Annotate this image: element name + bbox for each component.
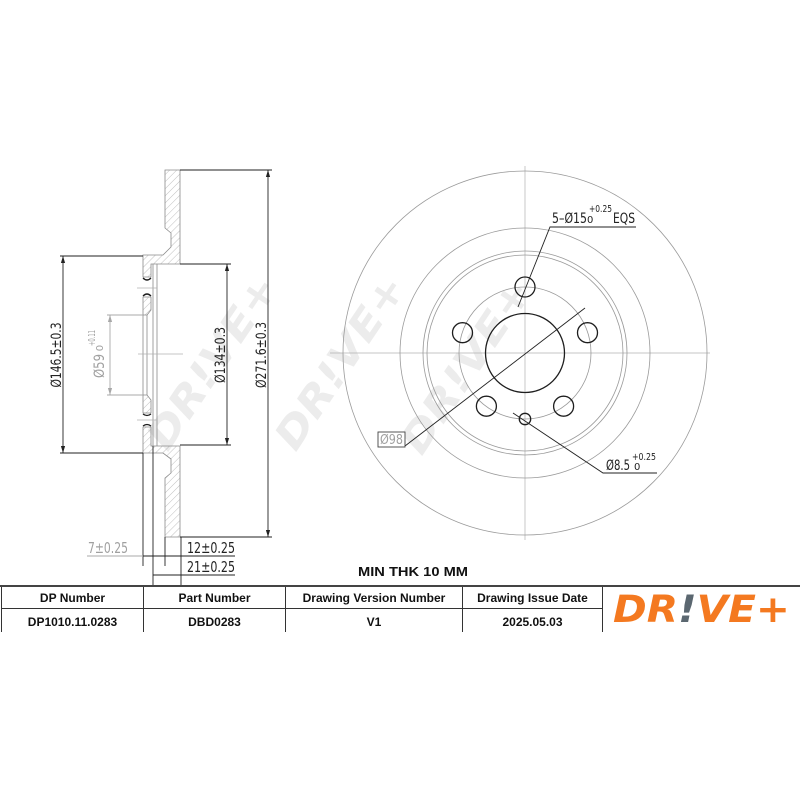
total-height-label: 21±0.25 [187,558,235,576]
section-upper-ring-and-hat [142,169,181,278]
bolt-holes-suffix: EQS [613,211,635,227]
title-block-top-border [0,585,800,587]
header-dp-number: DP Number [1,587,143,609]
pcd-label-box [377,431,406,448]
bolt-hole [552,395,575,417]
disc-thickness-label: 12±0.25 [187,539,235,557]
hat-outer-circle [422,250,628,456]
header-part-number: Part Number [143,587,285,609]
bolt-holes-label: 5–Ø15 [552,211,587,227]
header-drawing-issue-date: Drawing Issue Date [462,587,603,609]
section-view: Ø271.6±0.3 Ø134±0.3 Ø146.5±0.3 Ø59 +0.11… [49,169,272,585]
friction-ring-inner-circle [399,227,651,479]
outer-edge-circle [342,170,708,536]
bolt-hole [514,276,536,298]
locating-hole-lower-tolerance: 0 [634,462,640,473]
bolt-hole [451,322,474,344]
svg-text:DR!VE+: DR!VE+ [613,588,790,631]
bolt-holes-upper-tolerance: +0.25 [589,204,612,215]
section-hat-wall-upper [142,296,152,316]
bolt-hole [475,395,498,417]
watermark-logo: DR!VE+ [266,267,416,459]
center-bore-circle [484,312,566,394]
outer-diameter-label: Ø271.6±0.3 [254,322,270,388]
hat-inner-circle [426,254,624,452]
bolt-holes-lower-tolerance: 0 [587,215,593,226]
value-dp-number: DP1010.11.0283 [1,609,143,632]
locating-hole-upper-tolerance: +0.25 [632,452,656,463]
value-part-number: DBD0283 [143,609,285,632]
section-lower-ring-and-hat [142,426,181,538]
watermarks: DR!VE+ DR!VE+ DR!VE+ [138,267,542,463]
value-drawing-version-number: V1 [285,609,462,632]
hat-inner-diameter-label: Ø134±0.3 [213,327,229,383]
value-drawing-issue-date: 2025.05.03 [462,609,603,632]
logo-text-part1: DR [613,588,678,631]
center-bore-label: Ø59 [92,354,108,378]
logo-exclamation-mark: ! [678,588,697,631]
center-bore-upper-tolerance: +0.11 [87,330,98,346]
face-view: 5–Ø15 0 +0.25 EQS Ø98 Ø8.5 0 +0.25 [330,166,710,540]
header-drawing-version-number: Drawing Version Number [285,587,462,609]
logo-text-part2: VE+ [697,588,790,631]
bolt-hole [576,322,599,344]
watermark-logo: DR!VE+ [392,271,542,463]
min-thickness-note: MIN THK 10 MM [358,564,468,579]
bolt-pitch-circle [458,286,592,420]
locating-hole-label: Ø8.5 [606,458,630,474]
center-bore-lower-tolerance: 0 [95,345,106,351]
locating-hole [518,412,532,426]
hat-outer-diameter-label: Ø146.5±0.3 [49,323,65,388]
hat-thickness-label: 7±0.25 [88,539,128,557]
title-block: DP Number Part Number Drawing Version Nu… [1,587,603,632]
section-hat-wall-lower [142,394,152,414]
pcd-label: Ø98 [380,433,403,448]
brand-logo: DR!VE+ [613,588,790,631]
